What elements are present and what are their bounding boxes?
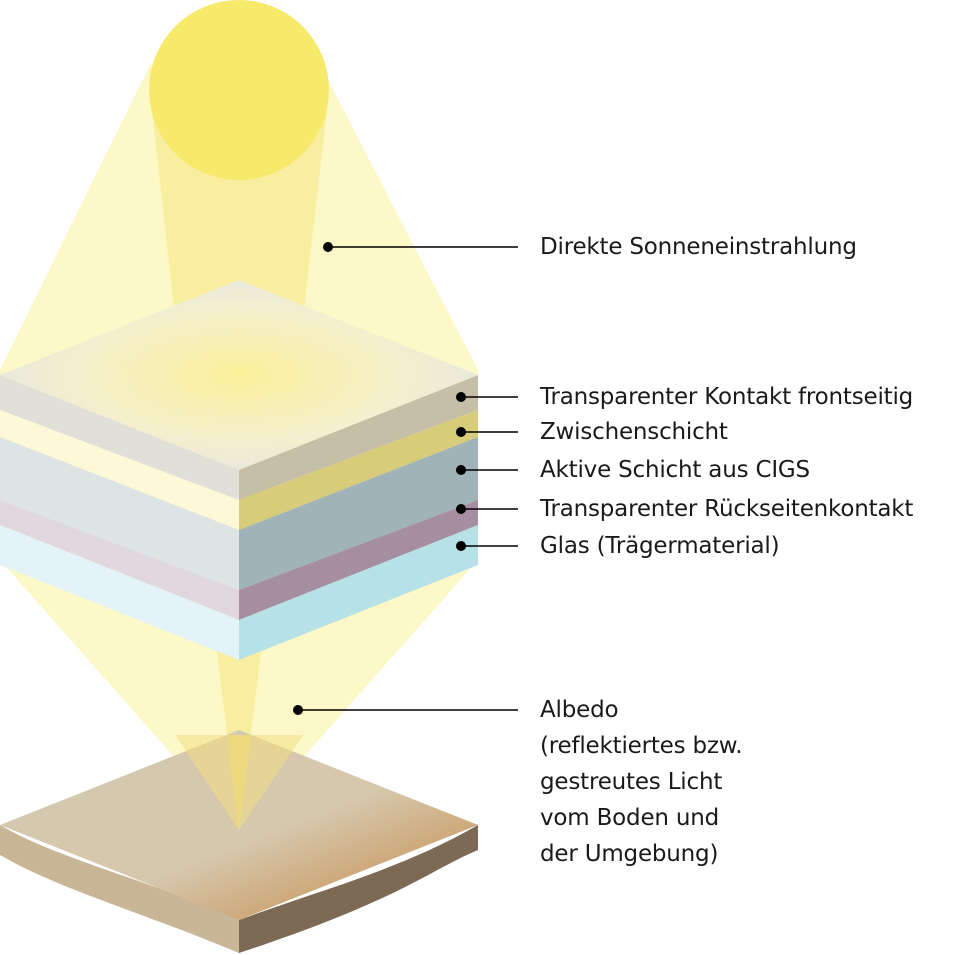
layer-glass: [239, 525, 478, 660]
cell-top-surface: [0, 280, 478, 470]
ground-slab: [0, 730, 478, 953]
layer-cigs: [239, 437, 478, 590]
layer-buffer: [239, 410, 478, 530]
label-back-contact: Transparenter Rückseitenkontakt: [540, 496, 914, 522]
solar-cell-stack: [0, 280, 478, 660]
layer-front-contact: [239, 375, 478, 500]
leader-lines: [298, 246, 518, 711]
label-front-contact: Transparenter Kontakt frontseitig: [540, 384, 914, 410]
label-cigs-layer: Aktive Schicht aus CIGS: [540, 457, 810, 483]
sun-icon: [149, 0, 329, 180]
layer-back-contact: [239, 500, 478, 620]
label-buffer-layer: Zwischenschicht: [540, 419, 728, 445]
label-glass: Glas (Trägermaterial): [540, 533, 780, 559]
label-albedo: Albedo (reflektiertes bzw. gestreutes Li…: [540, 697, 743, 867]
label-direct-sunlight: Direkte Sonneneinstrahlung: [540, 234, 857, 260]
leader-dots: [293, 242, 466, 715]
